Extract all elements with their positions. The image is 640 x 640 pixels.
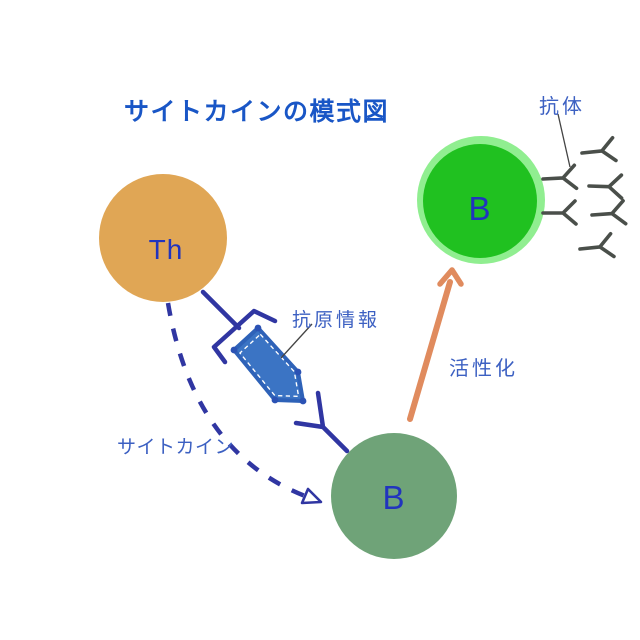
th-cell-label: Th xyxy=(148,234,184,265)
antibody-y-icon xyxy=(590,198,628,226)
b-cell-circle xyxy=(331,433,457,559)
antibody-y-icon xyxy=(580,135,618,163)
antigen-label-pointer-line xyxy=(280,323,313,359)
antigen-info-shape xyxy=(232,326,305,403)
cytokine-arrowhead xyxy=(300,487,323,505)
antibody-label-pointer-line xyxy=(557,113,571,168)
b-cell-receptor-y xyxy=(293,390,350,454)
antigen-info-corner-dots xyxy=(230,324,307,405)
activation-arrow-shaft xyxy=(407,279,453,422)
activated-b-cell-label: B xyxy=(468,190,492,227)
cytokine-dashed-arrow xyxy=(165,302,306,499)
b-cell-label: B xyxy=(382,479,406,516)
activated-b-cell-circle xyxy=(423,144,537,258)
antigen-info-label: 抗原情報 xyxy=(292,310,381,331)
diagram-title: サイトカインの模式図 xyxy=(124,98,390,126)
antibody-y-icon xyxy=(541,199,578,226)
antibody-group xyxy=(541,135,628,259)
antibody-label: 抗体 xyxy=(539,96,585,118)
activation-arrowhead xyxy=(437,267,464,287)
antibody-y-icon xyxy=(541,163,579,191)
antibody-y-icon xyxy=(578,231,616,259)
antigen-bracket xyxy=(211,308,278,365)
th-connector-line xyxy=(200,289,242,331)
th-cell-circle xyxy=(99,174,227,302)
antigen-info-inner-outline xyxy=(239,333,300,398)
antibody-y-icon xyxy=(587,173,624,200)
cytokine-label: サイトカイン xyxy=(117,437,235,458)
activation-label: 活性化 xyxy=(449,358,518,380)
